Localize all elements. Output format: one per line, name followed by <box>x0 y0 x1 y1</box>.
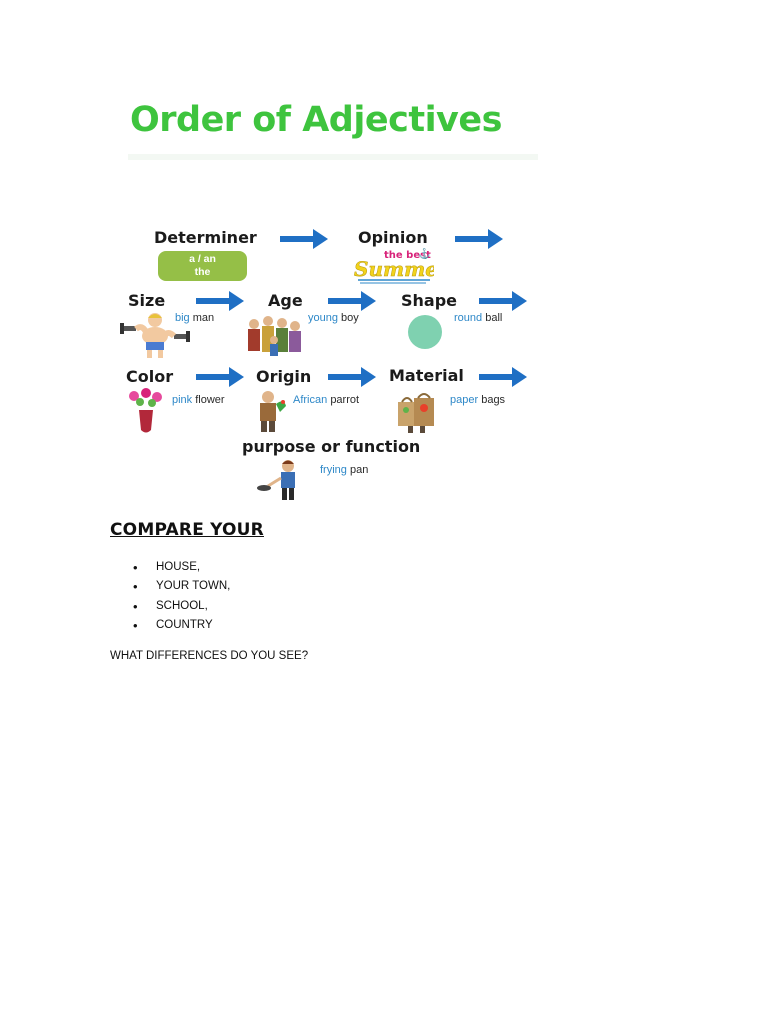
example-material: paper bags <box>450 394 505 406</box>
example-shape: round ball <box>454 312 502 324</box>
shopping-bags-icon <box>394 388 440 434</box>
example-age-noun: boy <box>341 312 359 324</box>
label-purpose: purpose or function <box>242 437 420 456</box>
label-material: Material <box>389 366 464 385</box>
example-shape-noun: ball <box>485 312 502 324</box>
determiner-example-pill: a / an the <box>158 251 247 281</box>
opinion-example-line2: Summer <box>354 257 434 281</box>
arrow-right-icon <box>196 367 244 387</box>
example-size: big man <box>175 312 214 324</box>
flower-vase-icon <box>126 388 166 436</box>
arrow-right-icon <box>479 291 527 311</box>
label-origin: Origin <box>256 367 311 386</box>
order-of-adjectives-infographic: Order of Adjectives Determiner Opinion a… <box>110 86 540 506</box>
pill-line-1: a / an <box>158 253 247 266</box>
label-shape: Shape <box>401 291 457 310</box>
example-color-noun: flower <box>195 394 224 406</box>
infographic-title: Order of Adjectives <box>130 100 502 140</box>
list-item: SCHOOL, <box>133 597 230 616</box>
example-material-adj: paper <box>450 394 478 406</box>
list-item: YOUR TOWN, <box>133 577 230 596</box>
arrow-right-icon <box>328 291 376 311</box>
example-purpose-adj: frying <box>320 464 347 476</box>
list-item: HOUSE, <box>133 558 230 577</box>
question-text: WHAT DIFFERENCES DO YOU SEE? <box>110 650 308 662</box>
arrow-right-icon <box>196 291 244 311</box>
example-age-adj: young <box>308 312 338 324</box>
example-size-noun: man <box>193 312 214 324</box>
arrow-right-icon <box>328 367 376 387</box>
arrow-right-icon <box>479 367 527 387</box>
example-purpose-noun: pan <box>350 464 368 476</box>
example-color-adj: pink <box>172 394 192 406</box>
man-frying-pan-icon <box>256 458 314 502</box>
title-divider <box>128 154 538 160</box>
example-size-adj: big <box>175 312 190 324</box>
arrow-right-icon <box>455 229 503 249</box>
example-color: pink flower <box>172 394 225 406</box>
compare-list: HOUSE, YOUR TOWN, SCHOOL, COUNTRY <box>133 558 230 635</box>
round-ball-icon <box>408 315 442 349</box>
example-age: young boy <box>308 312 359 324</box>
example-material-noun: bags <box>481 394 505 406</box>
family-group-icon <box>244 314 304 360</box>
example-origin: African parrot <box>293 394 359 406</box>
pill-line-2: the <box>158 266 247 279</box>
example-origin-noun: parrot <box>330 394 359 406</box>
example-shape-adj: round <box>454 312 482 324</box>
arrow-right-icon <box>280 229 328 249</box>
label-size: Size <box>128 291 165 310</box>
label-opinion: Opinion <box>358 228 428 247</box>
label-age: Age <box>268 291 303 310</box>
summer-logo-icon: the best ⚓ Summer <box>352 246 434 284</box>
label-determiner: Determiner <box>154 228 257 247</box>
man-with-parrot-icon <box>248 388 290 434</box>
example-purpose: frying pan <box>320 464 368 476</box>
label-color: Color <box>126 367 173 386</box>
section-heading: COMPARE YOUR <box>110 520 264 540</box>
example-origin-adj: African <box>293 394 327 406</box>
list-item: COUNTRY <box>133 616 230 635</box>
